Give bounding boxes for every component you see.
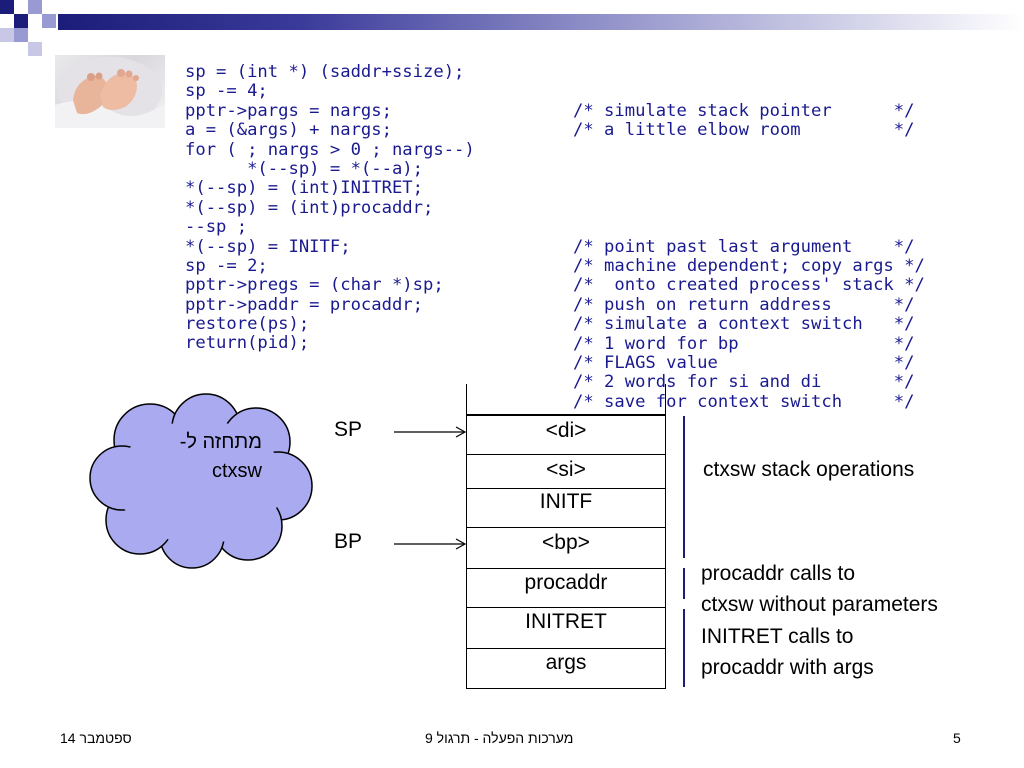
footer-title: מערכות הפעלה - תרגול 9 [425,730,574,746]
code-line: *(--sp) = (int)procaddr; [185,197,434,218]
corner-square-5 [14,28,28,42]
corner-square-2 [14,14,28,28]
cloud-caption-line1: מתחזה ל- [179,431,262,453]
code-line: restore(ps); [185,314,310,335]
code-line: pptr->pregs = (char *)sp; [185,275,444,296]
code-line: for ( ; nargs > 0 ; nargs--) [185,139,475,160]
code-comment: /* a little elbow room */ [573,120,915,141]
bp-arrow [394,538,467,550]
code-comment: /* simulate a context switch */ [573,314,915,335]
baby-feet-photo [55,55,165,128]
corner-square-3 [28,0,42,14]
note-initret-line1: INITRET calls to [701,625,854,648]
stack-cell-di: <di> [466,415,666,455]
note-procaddr-line2: ctxsw without parameters [701,593,938,616]
stack-cell-bp: <bp> [466,528,666,569]
note-initret-line2: procaddr with args [701,656,874,679]
code-comment: /* push on return address */ [573,294,915,315]
code-comment: /* point past last argument */ [573,236,915,257]
code-comment: /* onto created process' stack */ [573,275,925,296]
footer-page-number: 5 [953,730,961,746]
code-comment: /* 1 word for bp */ [573,333,915,354]
cloud-caption: מתחזה ל- ctxsw [120,428,262,486]
bp-label: BP [334,530,363,553]
stack-cell-initret: INITRET [466,608,666,649]
footer-date: ספטמבר 14 [60,730,132,746]
note-initret: INITRET calls to procaddr with args [701,621,874,683]
code-line: sp -= 2; [185,255,268,276]
title-gradient-bar [58,14,1024,30]
code-line: --sp ; [185,217,248,238]
code-line: return(pid); [185,333,310,354]
note-procaddr: procaddr calls to ctxsw without paramete… [701,558,938,620]
stack-cell-top [466,384,666,415]
code-comment: /* save for context switch */ [573,391,915,412]
stack-cell-args: args [466,649,666,689]
code-line: *(--sp) = (int)INITRET; [185,178,423,199]
code-comment: /* FLAGS value */ [573,352,915,373]
cloud-shape [88,390,318,575]
bracket-initret [683,609,685,687]
code-line: a = (&args) + nargs; [185,120,392,141]
note-procaddr-line1: procaddr calls to [701,562,856,585]
sp-label: SP [334,418,363,441]
code-comments: /* simulate stack pointer *//* a little … [573,63,925,432]
corner-square-1 [0,0,14,14]
corner-square-6 [28,42,42,56]
code-comment: /* 2 words for si and di */ [573,372,915,393]
code-line: *(--sp) = *(--a); [185,158,423,179]
code-line: sp -= 4; [185,81,268,102]
stack-cell-si: <si> [466,455,666,489]
code-block: sp = (int *) (saddr+ssize);sp -= 4;pptr-… [185,62,475,354]
stack-cell-initf: INITF [466,489,666,528]
code-line: *(--sp) = INITF; [185,236,351,257]
code-comment: /* machine dependent; copy args */ [573,256,925,276]
corner-square-7 [0,28,14,42]
bracket-ctxsw [683,416,685,558]
code-comment: /* simulate stack pointer */ [573,100,915,121]
cloud-caption-line2: ctxsw [212,460,262,482]
corner-square-4 [42,14,56,28]
stack-diagram: <di> <si> INITF <bp> procaddr INITRET ar… [466,384,666,689]
code-line: pptr->paddr = procaddr; [185,294,423,315]
sp-arrow [394,426,467,438]
code-line: pptr->pargs = nargs; [185,100,392,121]
code-line: sp = (int *) (saddr+ssize); [185,62,465,82]
bracket-procaddr [683,568,685,599]
stack-cell-procaddr: procaddr [466,569,666,608]
note-ctxsw: ctxsw stack operations [703,458,915,481]
